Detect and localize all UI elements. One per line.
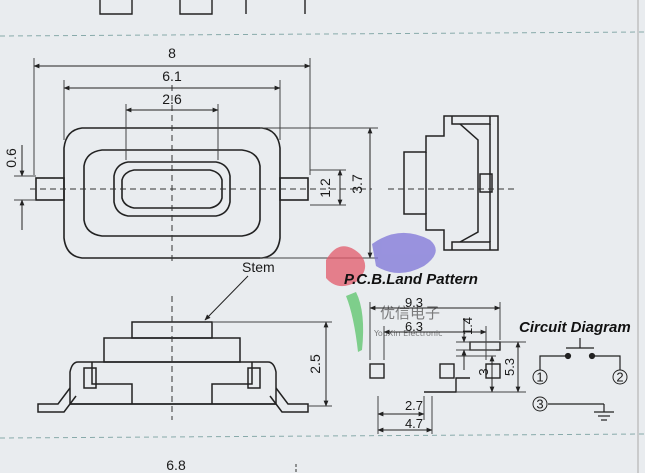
right-side-view: [388, 115, 518, 251]
pcb-h-mid: 3: [476, 368, 491, 375]
circuit-title: Circuit Diagram: [519, 319, 631, 336]
pcb-w-inner: 6.3: [405, 319, 423, 334]
pcb-h-total: 5.3: [502, 358, 517, 376]
side-view: Stem 2.5 6.8: [37, 259, 332, 473]
top-view: 8 6.1 2.6 0.6 1.2 3.7: [3, 45, 378, 262]
dim-inner-width: 2.6: [162, 91, 182, 107]
top-fragments: [99, 0, 306, 15]
dim-left-height: 0.6: [3, 148, 19, 168]
pcb-w-total: 9.3: [405, 295, 423, 310]
pcb-land-pattern: P.C.B.Land Pattern: [344, 271, 526, 434]
dim-mid-width: 6.1: [162, 68, 182, 84]
pcb-w-b: 4.7: [405, 416, 423, 431]
dim-bottom-partial: 6.8: [166, 457, 186, 473]
pin2-label: 2: [616, 370, 623, 385]
frame-dashed-bottom: [0, 433, 645, 439]
pin1-circle: [532, 369, 548, 385]
dim-side-height: 2.5: [307, 354, 323, 374]
dim-stem-height: 1.2: [317, 178, 333, 198]
dim-body-height: 3.7: [349, 174, 365, 194]
circuit-diagram: Circuit Diagram 1 2 3: [519, 319, 631, 421]
pin3-circle: [532, 396, 548, 412]
pin3-label: 3: [536, 397, 543, 412]
frame-dashed-top: [0, 31, 645, 37]
pcb-title: P.C.B.Land Pattern: [344, 271, 478, 288]
pin2-circle: [612, 369, 628, 385]
pin1-label: 1: [536, 370, 543, 385]
dim-top-width: 8: [168, 45, 176, 61]
stem-label: Stem: [242, 259, 275, 275]
pcb-w-a: 2.7: [405, 398, 423, 413]
pcb-h-pad: 1.4: [460, 317, 475, 335]
